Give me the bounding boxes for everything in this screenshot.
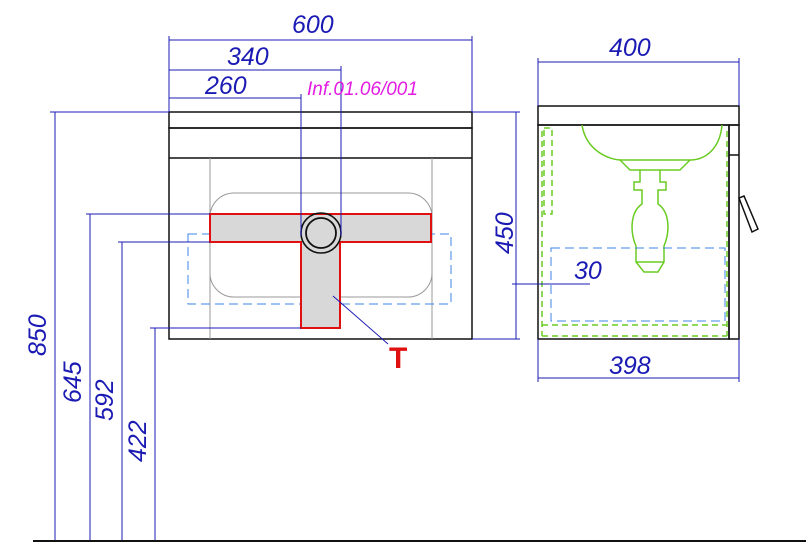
dim-422-label: 422 <box>124 420 152 462</box>
dim-645-label: 645 <box>59 361 87 403</box>
countertop-slab <box>168 111 473 129</box>
dim-340-label: 340 <box>227 43 269 71</box>
sink-bowl-outline <box>581 124 723 161</box>
cabinet-body <box>168 127 473 340</box>
side-dimensions: 400 450 30 398 <box>472 34 740 382</box>
dim-400-label: 400 <box>609 34 651 62</box>
connection-zone <box>209 213 432 329</box>
dim-260-label: 260 <box>204 72 247 100</box>
dim-398-label: 398 <box>609 352 651 380</box>
side-cabinet-body <box>537 124 730 340</box>
siphon-outline <box>631 170 669 273</box>
dim-600-label: 600 <box>292 11 334 39</box>
drain-inner-ring <box>305 217 337 249</box>
side-hidden-drawer <box>550 247 726 322</box>
trap-leader-line <box>332 295 389 345</box>
trap-marker-label: T <box>389 342 407 375</box>
dim-850-label: 850 <box>24 314 52 356</box>
reference-code-label: Inf.01.06/001 <box>307 79 418 100</box>
side-handle <box>738 195 759 234</box>
side-countertop <box>537 105 740 126</box>
side-inner-panel-dashed <box>543 127 553 215</box>
front-vertical-dimensions: 850 645 592 422 <box>24 111 301 540</box>
front-view: T <box>168 111 473 375</box>
front-horizontal-dimensions: 600 340 260 Inf.01.06/001 <box>168 11 473 236</box>
side-front-panel <box>728 124 740 340</box>
dim-592-label: 592 <box>91 379 119 421</box>
dim-450-label: 450 <box>491 212 519 254</box>
side-view <box>537 105 759 340</box>
dim-30-label: 30 <box>574 257 602 285</box>
